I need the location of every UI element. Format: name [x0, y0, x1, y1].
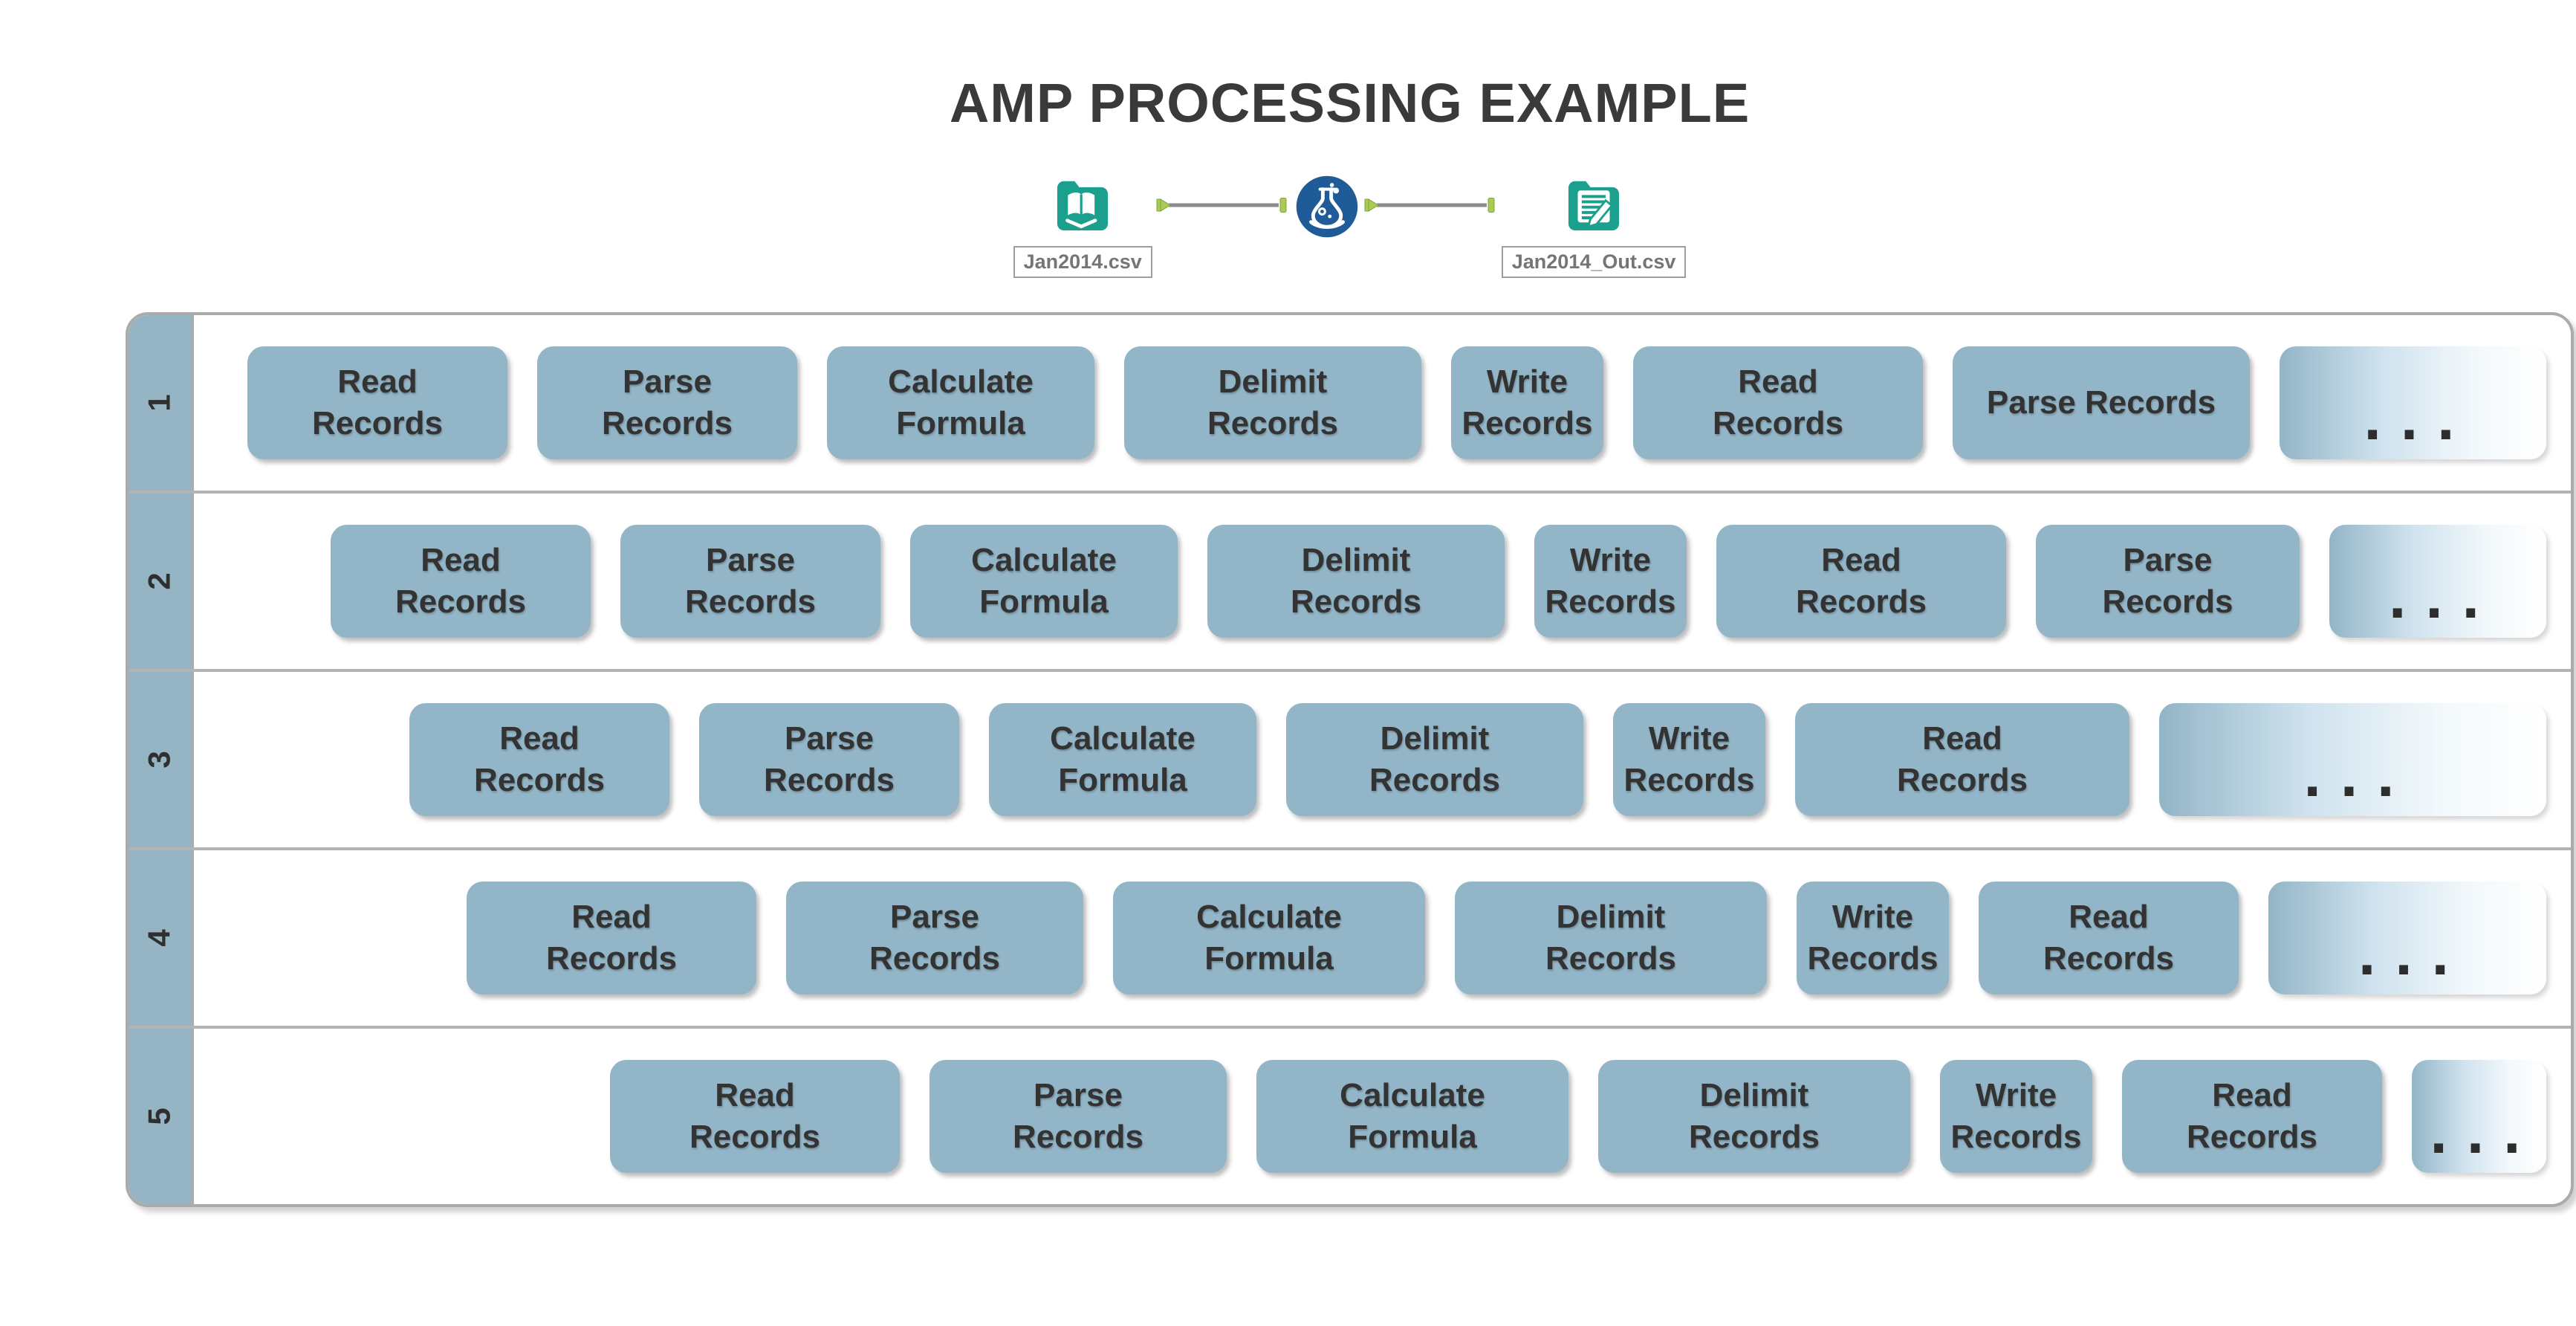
step-box-read: Read Records	[1979, 882, 2239, 994]
step-box-read: Read Records	[610, 1060, 900, 1173]
step-box-read: Read Records	[467, 882, 756, 994]
formula-flask-icon	[1296, 175, 1357, 238]
step-box-write: Write Records	[1451, 346, 1603, 459]
connection-arrow-anchor-icon	[1156, 198, 1161, 212]
step-box-delimit: Delimit Records	[1207, 525, 1505, 638]
step-box-delimit: Delimit Records	[1286, 703, 1583, 816]
ellipsis-box: ...	[2159, 703, 2546, 816]
step-box-calculate: Calculate Formula	[910, 525, 1178, 638]
connection-wire	[1376, 203, 1487, 207]
row-steps: Read Records Parse Records Calculate Formu…	[194, 672, 2571, 847]
ellipsis-box: ...	[2268, 882, 2546, 994]
formula-tool	[1294, 173, 1360, 240]
input-data-book-icon	[1057, 181, 1109, 231]
ellipsis-box: ...	[2329, 525, 2546, 638]
step-box-parse: Parse Records	[786, 882, 1083, 994]
connection-arrow-anchor-icon	[1364, 198, 1369, 212]
step-box-write: Write Records	[1613, 703, 1765, 816]
step-box-read: Read Records	[331, 525, 591, 638]
row-number: 4	[141, 929, 177, 947]
ellipsis-box: ...	[2280, 346, 2546, 459]
process-row: 1 Read Records Parse Records Calculate Form…	[129, 315, 2571, 491]
step-box-read: Read Records	[1716, 525, 2006, 638]
output-file-label: Jan2014_Out.csv	[1501, 246, 1687, 278]
step-box-read: Read Records	[2122, 1060, 2382, 1173]
row-number-cell: 3	[129, 672, 194, 847]
step-box-parse: Parse Records	[929, 1060, 1227, 1173]
step-box-write: Write Records	[1797, 882, 1949, 994]
step-box-read: Read Records	[1633, 346, 1923, 459]
output-data-tool: Jan2014_Out.csv	[1501, 173, 1687, 278]
connection-wire	[1168, 203, 1279, 207]
step-box-delimit: Delimit Records	[1455, 882, 1767, 994]
row-number-cell: 2	[129, 494, 194, 669]
workflow-diagram: Jan2014.csv	[126, 173, 2574, 278]
step-box-read: Read Records	[409, 703, 669, 816]
row-number: 5	[141, 1107, 177, 1125]
step-box-parse: Parse Records	[537, 346, 797, 459]
connection-line	[1364, 198, 1495, 213]
row-number-cell: 1	[129, 315, 194, 491]
output-data-document-icon	[1568, 181, 1620, 231]
row-steps: Read Records Parse Records Calculate Formu…	[194, 850, 2571, 1026]
row-number-cell: 4	[129, 850, 194, 1026]
connection-arrow-anchor-icon	[1279, 198, 1287, 213]
input-file-label: Jan2014.csv	[1013, 246, 1152, 278]
connection-line	[1156, 198, 1287, 213]
step-box-write: Write Records	[1534, 525, 1687, 638]
process-row: 4 Read Records Parse Records Calculate Form…	[129, 847, 2571, 1026]
step-box-calculate: Calculate Formula	[989, 703, 1256, 816]
process-row: 3 Read Records Parse Records Calculate Form…	[129, 669, 2571, 847]
step-box-parse: Parse Records	[1953, 346, 2250, 459]
step-box-read: Read Records	[1795, 703, 2129, 816]
step-box-write: Write Records	[1940, 1060, 2092, 1173]
row-steps: Read Records Parse Records Calculate Formu…	[194, 315, 2571, 491]
input-data-tool: Jan2014.csv	[1013, 173, 1152, 278]
diagram-stage: AMP PROCESSING EXAMPLE Jan2014.csv	[126, 71, 2574, 1207]
row-steps: Read Records Parse Records Calculate Formu…	[194, 494, 2571, 669]
step-box-read: Read Records	[247, 346, 507, 459]
row-number: 2	[141, 572, 177, 590]
step-box-calculate: Calculate Formula	[1113, 882, 1425, 994]
connection-arrow-anchor-icon	[1487, 198, 1495, 213]
step-box-calculate: Calculate Formula	[827, 346, 1094, 459]
page-title: AMP PROCESSING EXAMPLE	[949, 72, 1751, 134]
process-row: 5 Read Records Parse Records Calculate Form…	[129, 1026, 2571, 1204]
row-number: 1	[141, 394, 177, 412]
ellipsis-box: ...	[2412, 1060, 2546, 1173]
step-box-delimit: Delimit Records	[1598, 1060, 1910, 1173]
process-row: 2 Read Records Parse Records Calculate Form…	[129, 491, 2571, 669]
step-box-parse: Parse Records	[699, 703, 959, 816]
step-box-parse: Parse Records	[2036, 525, 2300, 638]
row-number: 3	[141, 751, 177, 769]
step-box-calculate: Calculate Formula	[1256, 1060, 1568, 1173]
row-number-cell: 5	[129, 1029, 194, 1204]
step-box-delimit: Delimit Records	[1124, 346, 1421, 459]
step-box-parse: Parse Records	[620, 525, 880, 638]
row-steps: Read Records Parse Records Calculate Formu…	[194, 1029, 2571, 1204]
